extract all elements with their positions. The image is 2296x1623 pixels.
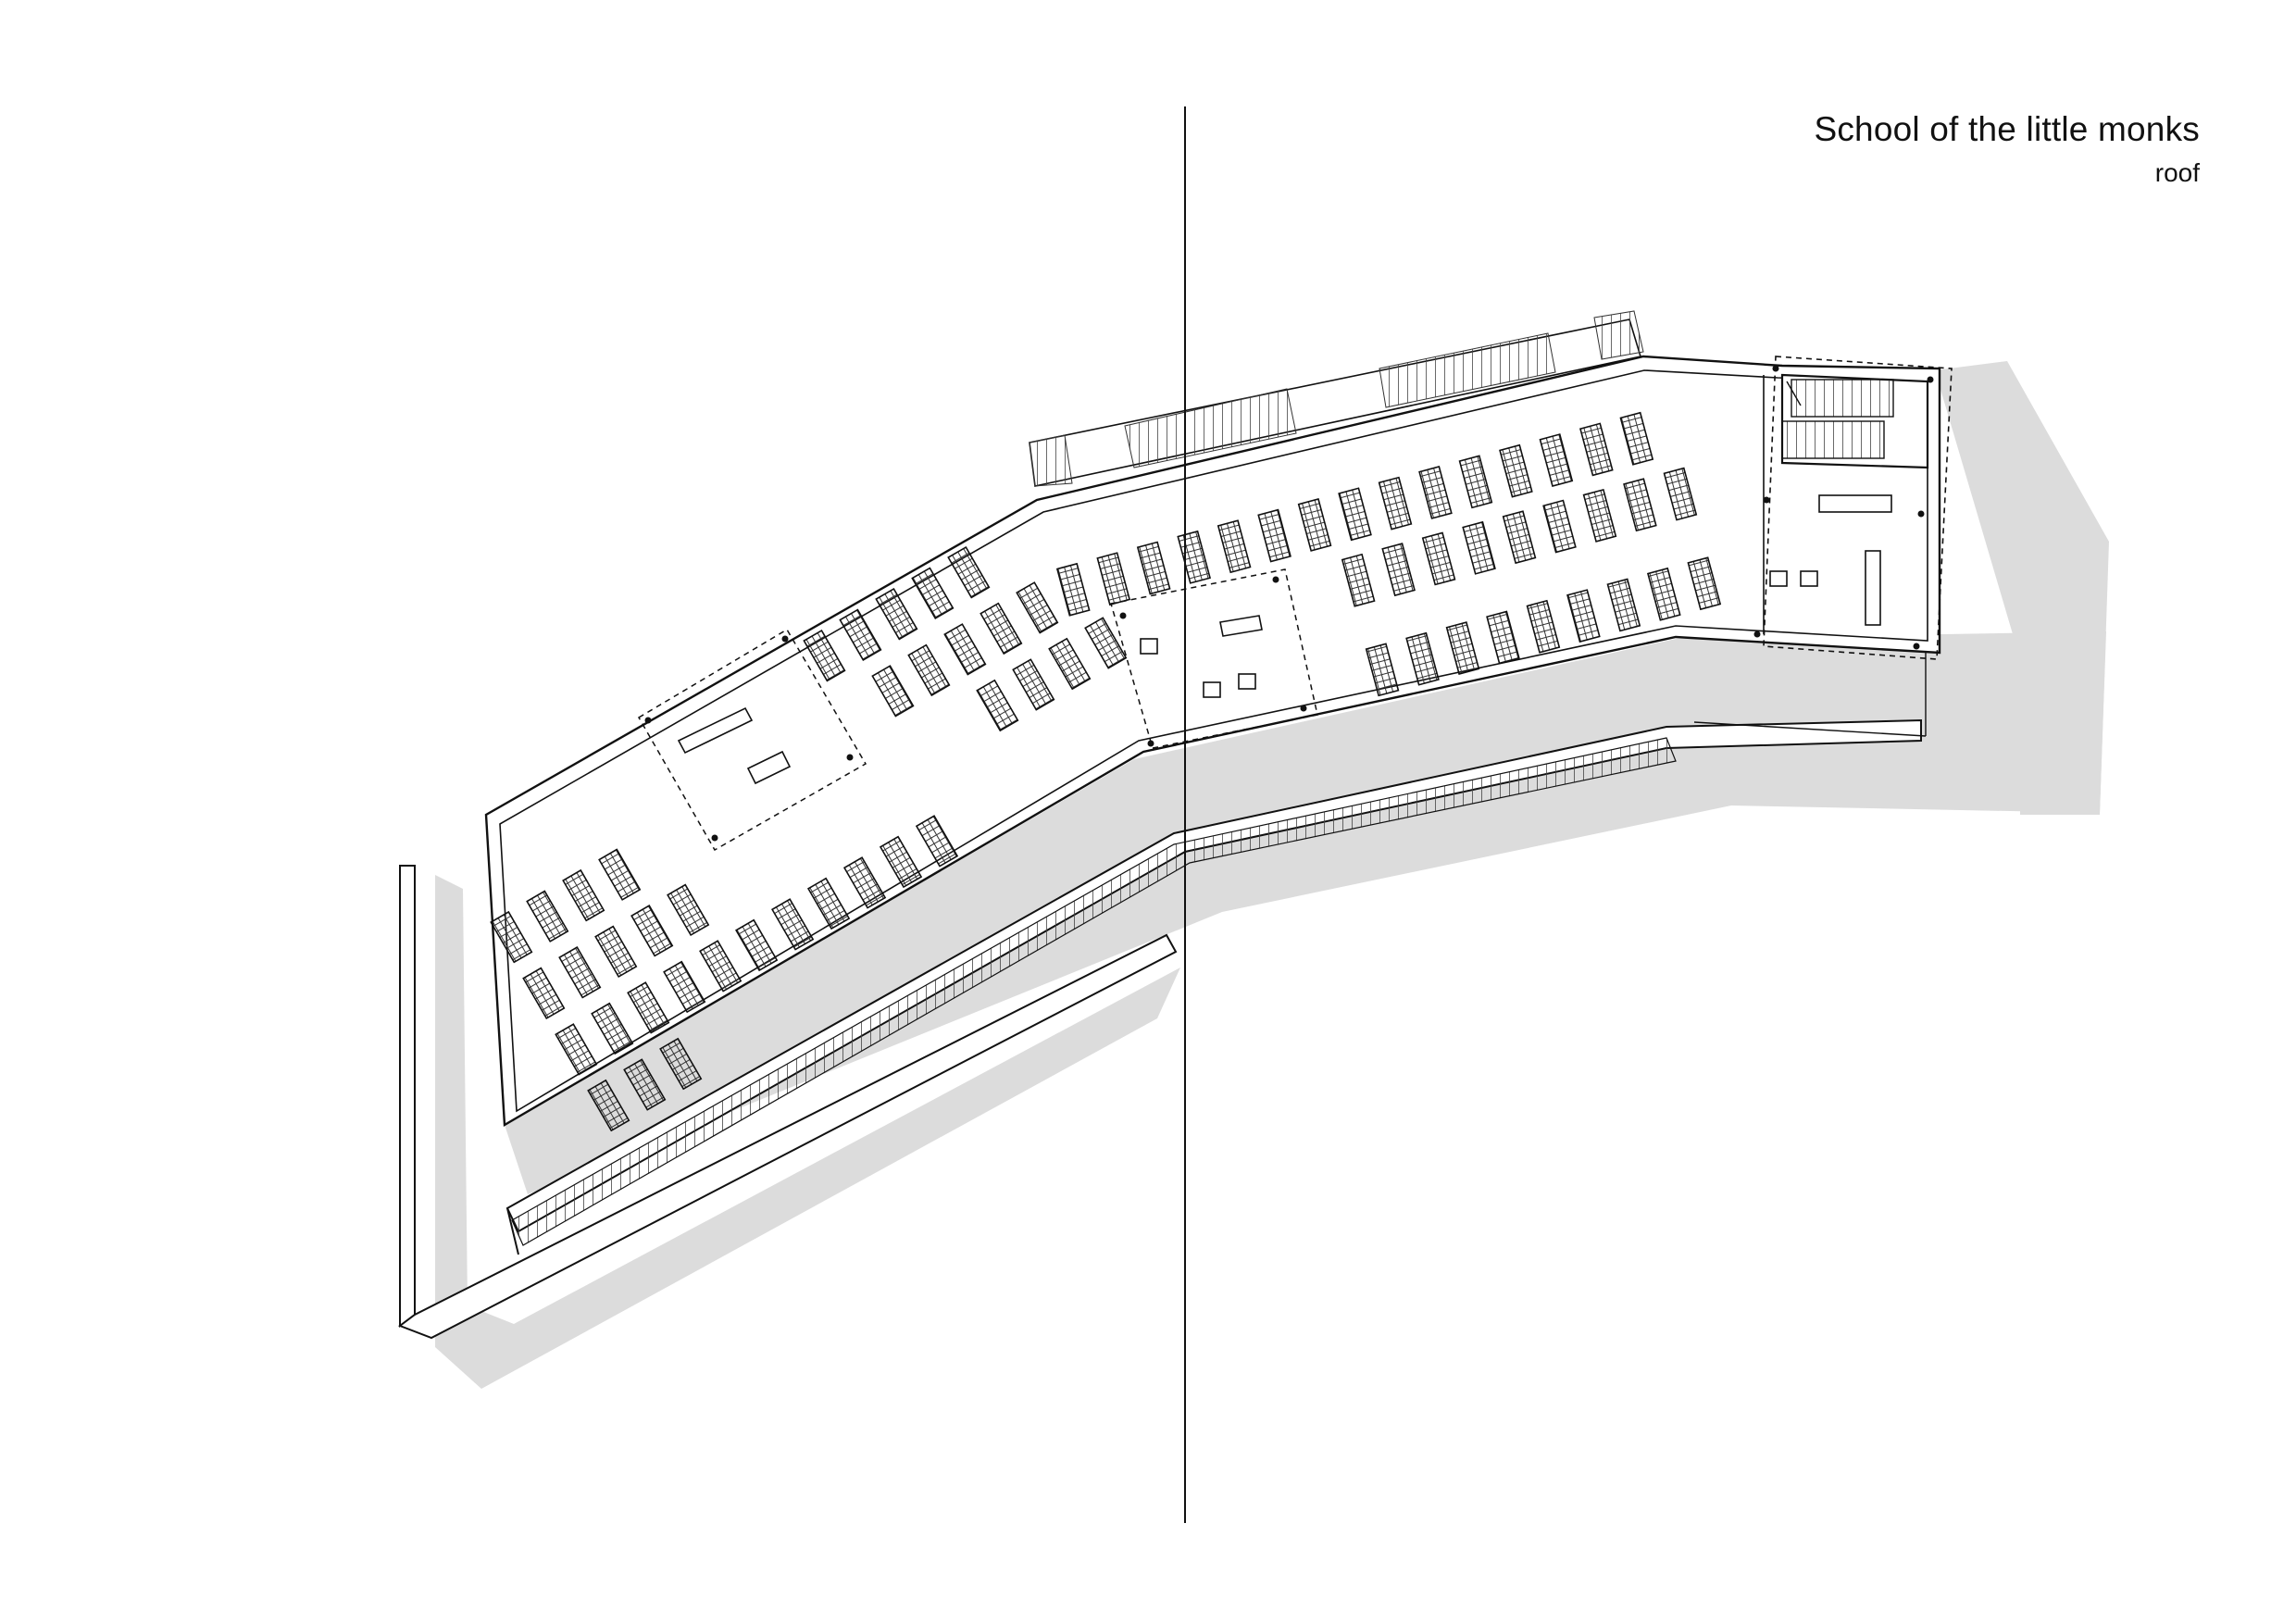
skylight-center-d (1238, 673, 1256, 690)
tower-vent-b (1800, 570, 1818, 587)
courtyard-center (1110, 568, 1318, 749)
top-strip-panels-b (1379, 332, 1556, 408)
courtyard-left (637, 628, 867, 852)
stair-flight-upper (1791, 379, 1894, 418)
roof-solar-panels (490, 411, 1722, 1132)
courtyards (637, 568, 1318, 852)
drawing-title: School of the little monks (1814, 110, 2200, 148)
skylight-left-long (677, 706, 754, 755)
roof-inner-outline (499, 369, 1928, 1113)
skylight-left-small (746, 750, 792, 785)
drawing-subtitle: roof (2154, 158, 2200, 187)
top-strip-panels-c (1593, 310, 1644, 360)
tower-vent-a (1769, 570, 1788, 587)
skylight-center-a (1140, 638, 1158, 655)
top-strip-panels-d (1029, 434, 1073, 487)
main-building-shadow (505, 631, 2106, 1194)
terrace-hatching (511, 737, 1677, 1246)
stair-diagonal (1786, 381, 1802, 406)
column-markers (644, 365, 1934, 842)
top-solar-strip (1029, 310, 1644, 487)
tower-shadow (1935, 361, 2109, 815)
left-wing-panels (490, 815, 959, 1132)
stair-tower (1693, 356, 1953, 737)
mid-wing-panels (803, 545, 1128, 732)
tower-base-line (1693, 721, 1927, 737)
top-strip-panels-a (1124, 388, 1297, 468)
site-wall-diagonal (397, 933, 1178, 1340)
skylight-center-b (1219, 615, 1263, 637)
title-block: School of the little monks roof (1814, 109, 2200, 189)
tower-skylight-long (1818, 494, 1892, 513)
cast-shadows (435, 361, 2109, 1389)
site-wall (397, 865, 1178, 1340)
terrace-edge (506, 1207, 519, 1255)
tower-skylight-vertical (1865, 550, 1881, 626)
stair-flight-lower (1781, 420, 1885, 459)
roof-slab (484, 355, 1941, 1128)
right-wing-panels (1055, 411, 1722, 697)
site-wall-vertical (399, 865, 416, 1328)
skylight-center-c (1203, 681, 1221, 698)
wall-shadow (435, 875, 1180, 1389)
tower-dashed-outline (1763, 356, 1953, 660)
courtyard-skylights (677, 615, 1263, 785)
lower-terrace (505, 718, 1922, 1255)
